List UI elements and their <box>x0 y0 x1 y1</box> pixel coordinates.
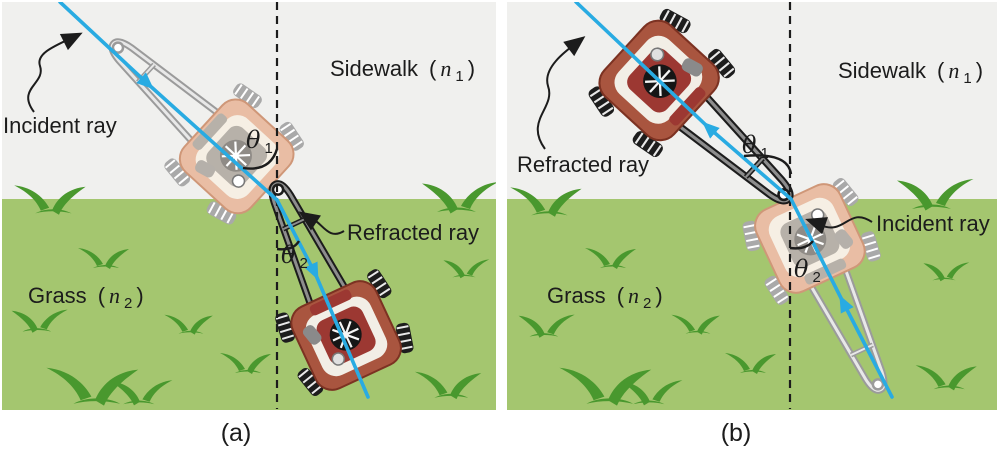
incident-ray-pointer-b <box>805 216 873 235</box>
theta-symbol: θ <box>281 241 296 269</box>
theta1-arc-b <box>743 154 793 175</box>
index-symbol: n <box>440 56 451 81</box>
index-sub: 2 <box>643 295 651 312</box>
refracted-ray-a <box>275 198 370 399</box>
refracted-ray-label-a: Refracted ray <box>347 220 479 245</box>
theta-symbol: θ <box>246 126 261 154</box>
region-name: Sidewalk <box>838 58 927 83</box>
sidewalk-label-a: Sidewalk ( n 1 ) <box>330 56 475 85</box>
refracted-ray-b <box>574 2 793 201</box>
index-sub: 1 <box>963 70 971 87</box>
paren-close: ) <box>976 58 983 83</box>
refracted-ray-pointer-b <box>536 36 586 150</box>
theta-symbol: θ <box>742 131 757 159</box>
theta2-arc-b <box>789 240 814 250</box>
theta-sub: 1 <box>760 145 768 162</box>
paren-open: ( <box>98 283 106 308</box>
region-name: Sidewalk <box>330 56 419 81</box>
region-name: Grass <box>28 283 87 308</box>
paren-open: ( <box>617 283 625 308</box>
theta1-label-a: θ 1 <box>246 126 273 157</box>
paren-open: ( <box>937 58 945 83</box>
index-sub: 1 <box>455 68 463 85</box>
theta-sub: 2 <box>299 255 307 272</box>
theta1-arc-a <box>242 148 279 170</box>
incident-ray-label-a: Incident ray <box>3 113 117 138</box>
sidewalk-label-b: Sidewalk ( n 1 ) <box>838 58 983 87</box>
theta2-label-b: θ 2 <box>794 255 821 286</box>
incident-ray-a <box>58 2 279 202</box>
index-symbol: n <box>948 58 959 83</box>
paren-close: ) <box>655 283 662 308</box>
index-sub: 2 <box>124 295 132 312</box>
region-name: Grass <box>547 283 606 308</box>
grass-label-b: Grass ( n 2 ) <box>547 283 663 312</box>
panel-a: Incident ray Refracted ray Sidewalk ( n … <box>2 2 496 410</box>
grass-label-a: Grass ( n 2 ) <box>28 283 144 312</box>
grass-region-a <box>2 199 496 410</box>
incident-ray-pointer-a <box>27 32 83 113</box>
index-symbol: n <box>628 283 639 308</box>
theta-symbol: θ <box>794 255 809 283</box>
panel-b: Refracted ray Incident ray Sidewalk ( n … <box>507 2 997 410</box>
paren-close: ) <box>468 56 475 81</box>
paren-open: ( <box>429 56 437 81</box>
theta-sub: 1 <box>264 140 272 157</box>
incident-ray-label-b: Incident ray <box>876 211 990 236</box>
refracted-ray-label-b: Refracted ray <box>517 152 649 177</box>
theta2-label-a: θ 2 <box>281 241 308 272</box>
theta-sub: 2 <box>812 269 820 286</box>
paren-close: ) <box>136 283 143 308</box>
refracted-ray-pointer-a <box>298 211 345 235</box>
theta2-arc-a <box>276 240 301 251</box>
caption-b: (b) <box>721 419 752 447</box>
index-symbol: n <box>109 283 120 308</box>
caption-a: (a) <box>221 419 252 447</box>
theta1-label-b: θ 1 <box>742 131 769 162</box>
